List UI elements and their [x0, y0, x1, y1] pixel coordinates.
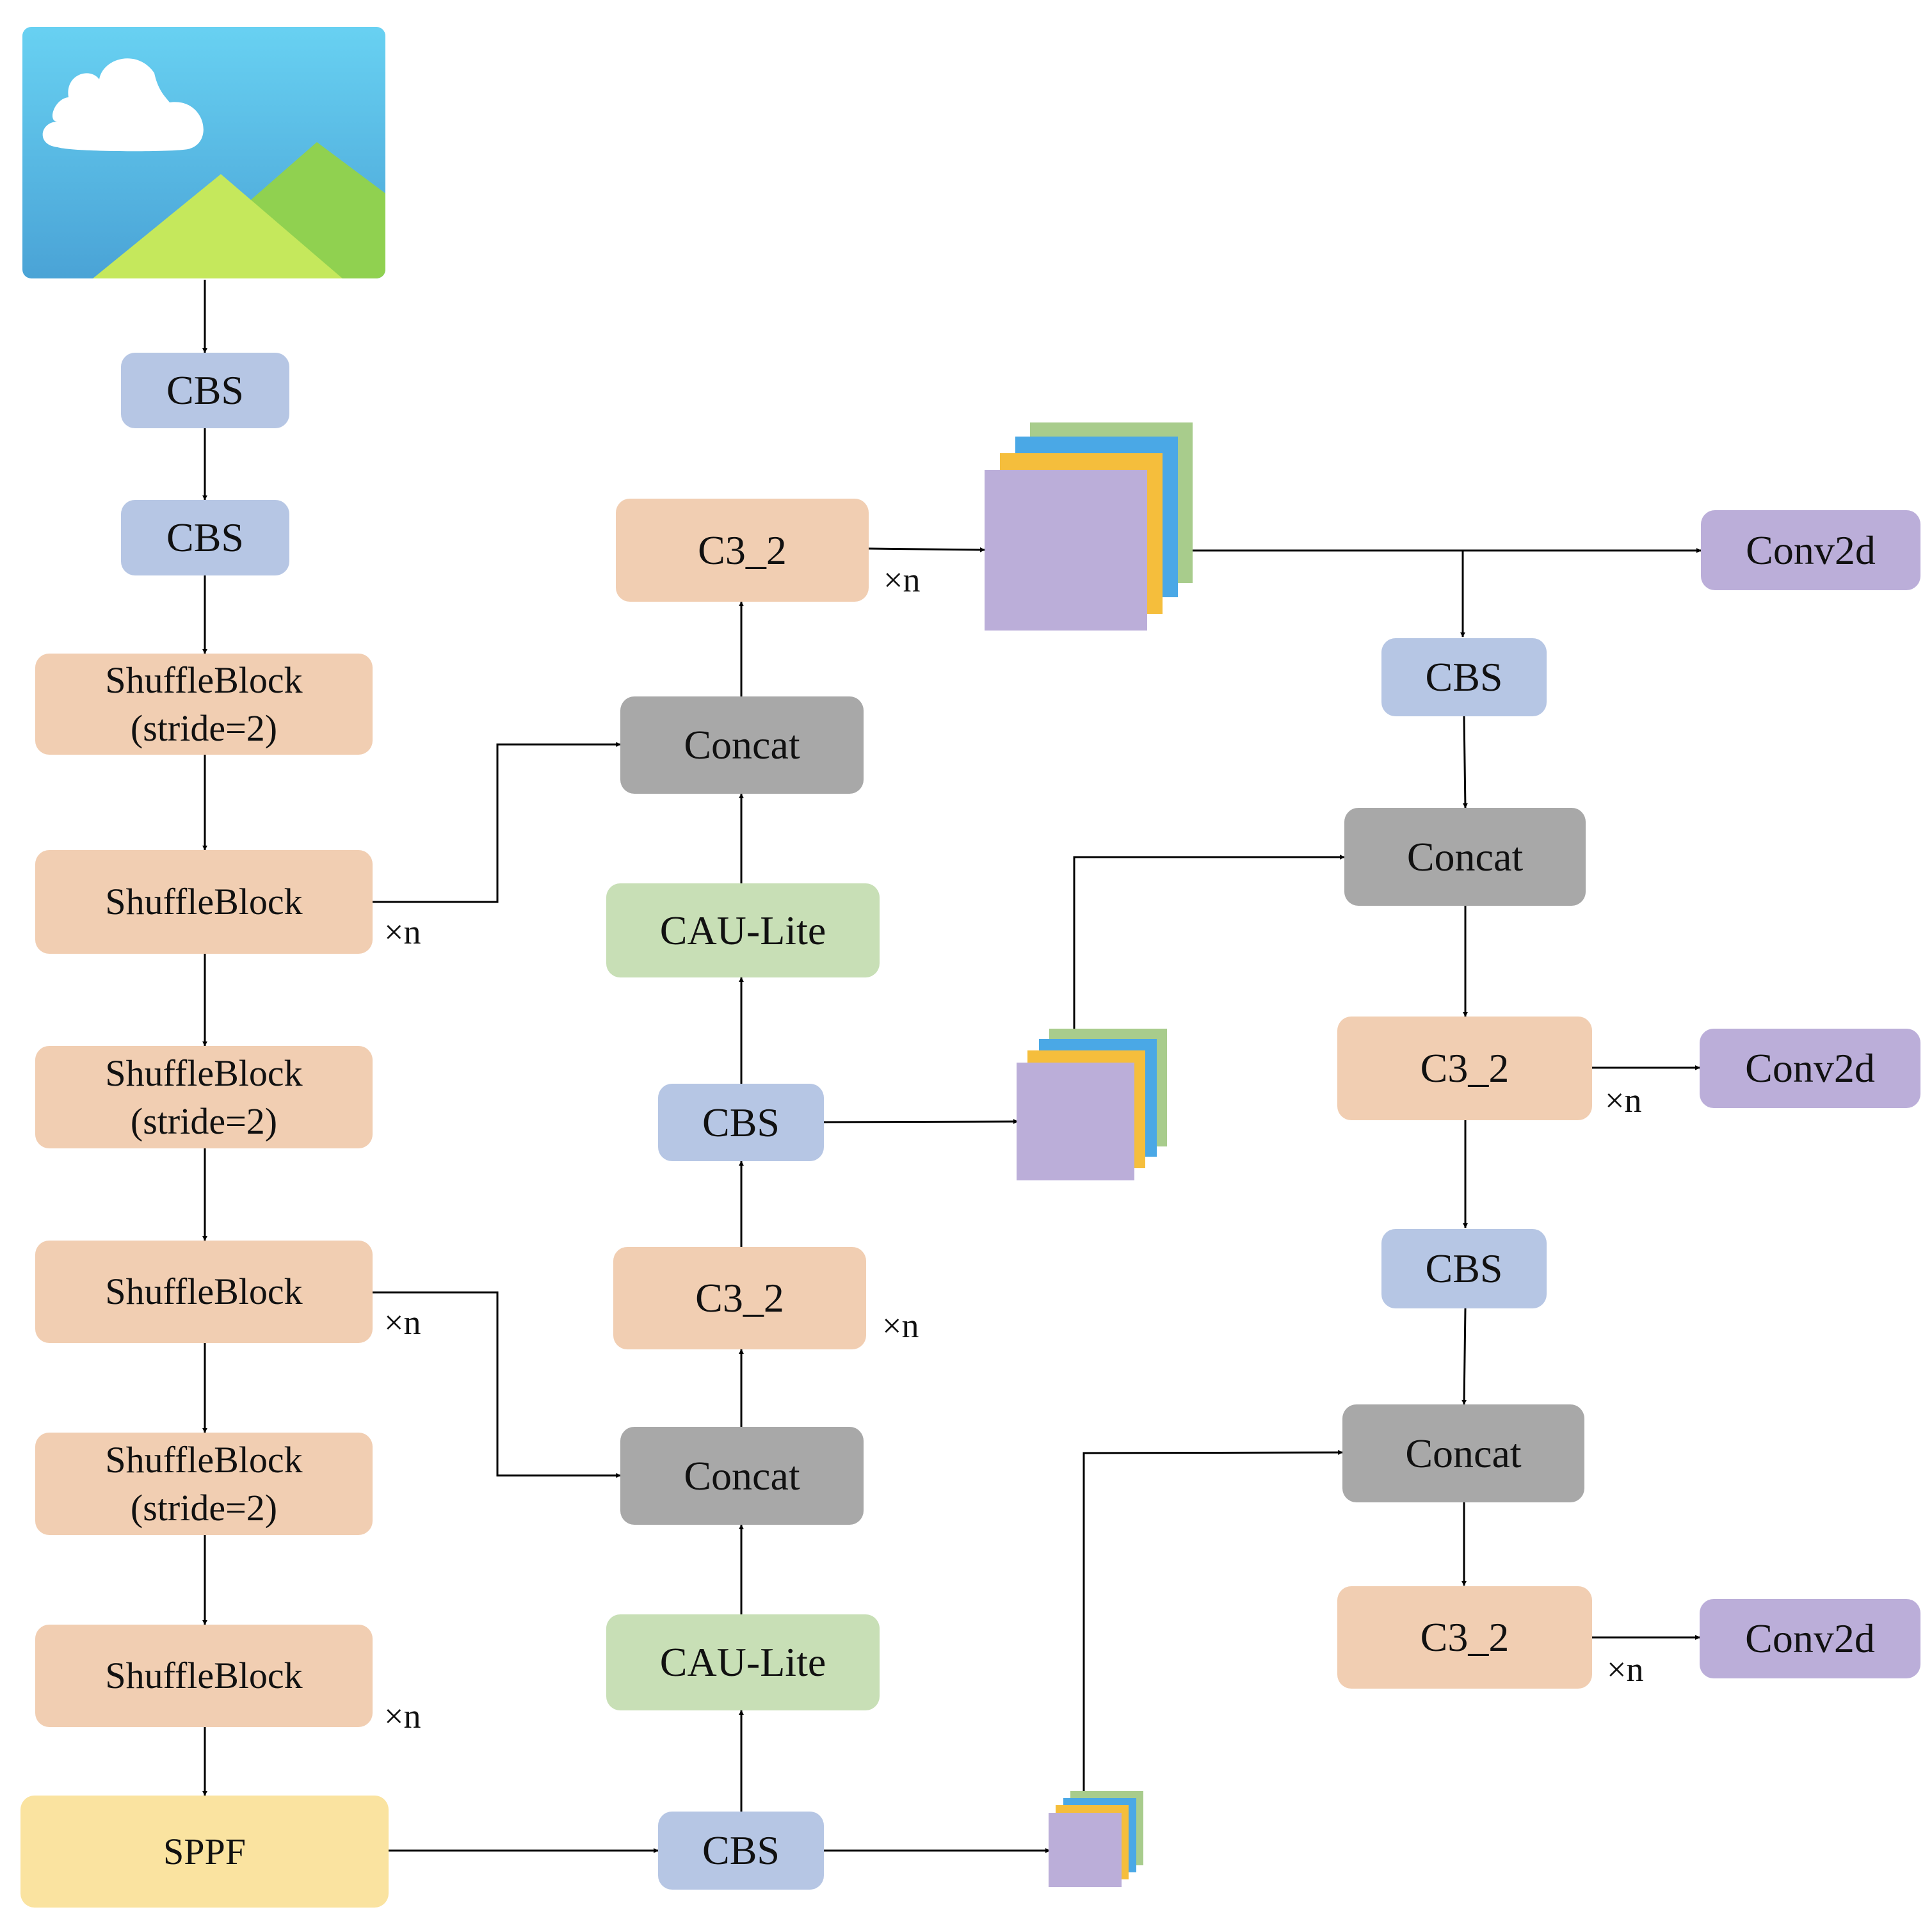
shuffleblock-stride2-3: ShuffleBlock (stride=2) — [35, 1433, 373, 1535]
landscape-image-icon — [42, 58, 385, 278]
shuffleblock-3-label: ShuffleBlock — [105, 1655, 303, 1697]
backbone-cbs-2: CBS — [121, 500, 289, 575]
repeat-label-neck-c3-2-top: ×n — [883, 561, 921, 599]
head-concat-2: Concat — [1342, 1404, 1584, 1502]
head-concat-2-label: Concat — [1405, 1430, 1522, 1476]
shuffleblock-1-label: ShuffleBlock — [105, 881, 303, 923]
neck-cau-lite-bottom: CAU-Lite — [606, 1614, 880, 1710]
conv2d-output-2: Conv2d — [1700, 1029, 1920, 1108]
sppf-label: SPPF — [163, 1830, 246, 1872]
head-c3-2-1-label: C3_2 — [1420, 1045, 1509, 1091]
shuffleblock-stride2-3-line2: (stride=2) — [130, 1487, 278, 1529]
feature-map-medium — [1017, 1029, 1167, 1180]
arrow-feature-map-medium-to-head-concat1 — [1073, 855, 1345, 1061]
backbone-cbs-2-label: CBS — [166, 515, 244, 561]
sppf-block: SPPF — [20, 1796, 389, 1908]
shuffleblock-stride2-1-line1: ShuffleBlock — [105, 659, 303, 701]
neck-c3-2-top-label: C3_2 — [698, 527, 787, 573]
head-cbs-1-label: CBS — [1425, 654, 1503, 700]
head-c3-2-2: C3_2 — [1337, 1586, 1592, 1689]
shuffleblock-2: ShuffleBlock — [35, 1241, 373, 1343]
conv2d-output-3-label: Conv2d — [1745, 1616, 1875, 1662]
neck-concat-lower-label: Concat — [684, 1452, 800, 1499]
shuffleblock-stride2-3-line1: ShuffleBlock — [105, 1438, 303, 1481]
shuffleblock-2-label: ShuffleBlock — [105, 1271, 303, 1313]
backbone-cbs-1-label: CBS — [166, 367, 244, 414]
feature-map-large — [985, 422, 1193, 631]
arrow-head-cbs1-to-concat1 — [1462, 716, 1468, 808]
arrow-c3-2-top-to-feature-map-large — [868, 547, 985, 552]
head-cbs-2: CBS — [1381, 1229, 1547, 1308]
arrow-shuffle2-to-concat-upper — [373, 742, 621, 903]
shuffleblock-stride2-1: ShuffleBlock (stride=2) — [35, 654, 373, 755]
neck-c3-2-middle-label: C3_2 — [695, 1275, 784, 1321]
shuffleblock-stride2-1-line2: (stride=2) — [130, 707, 278, 749]
neck-c3-2-top: C3_2 — [616, 499, 869, 602]
conv2d-output-3: Conv2d — [1700, 1599, 1920, 1678]
backbone-cbs-1: CBS — [121, 353, 289, 428]
shuffleblock-stride2-2-line2: (stride=2) — [130, 1100, 278, 1142]
feature-map-small-layer-purple — [1049, 1813, 1122, 1887]
feature-map-large-layer-purple — [985, 470, 1147, 631]
repeat-label-neck-c3-2-middle: ×n — [882, 1306, 919, 1345]
input-image — [22, 27, 385, 278]
neck-cau-lite-top-label: CAU-Lite — [659, 907, 826, 953]
head-concat-1-label: Concat — [1406, 833, 1524, 880]
conv2d-output-1: Conv2d — [1701, 510, 1920, 590]
neck-cbs-bottom-label: CBS — [702, 1828, 780, 1874]
arrow-head-cbs2-to-concat2 — [1461, 1308, 1467, 1405]
repeat-label-shuffleblock-2: ×n — [384, 1303, 421, 1342]
conv2d-output-1-label: Conv2d — [1746, 527, 1876, 573]
neck-concat-upper-label: Concat — [684, 722, 800, 768]
arrow-cbs-middle-to-feature-map-medium — [823, 1119, 1018, 1125]
arrow-feature-map-small-to-head-concat2 — [1083, 1450, 1343, 1815]
shuffleblock-stride2-2-line1: ShuffleBlock — [105, 1052, 303, 1094]
feature-map-small — [1049, 1791, 1143, 1887]
neck-cbs-middle-label: CBS — [702, 1099, 780, 1145]
arrow-shuffle4-to-concat-lower — [373, 1291, 621, 1478]
repeat-label-head-c3-2-1: ×n — [1605, 1081, 1642, 1120]
neck-concat-upper: Concat — [620, 696, 864, 794]
head-concat-1: Concat — [1344, 808, 1586, 906]
repeat-label-shuffleblock-3: ×n — [384, 1697, 421, 1735]
shuffleblock-1: ShuffleBlock — [35, 850, 373, 954]
head-cbs-2-label: CBS — [1425, 1246, 1503, 1292]
head-c3-2-1: C3_2 — [1337, 1017, 1592, 1120]
feature-map-medium-layer-purple — [1017, 1063, 1134, 1180]
neck-c3-2-middle: C3_2 — [613, 1247, 866, 1349]
neck-cau-lite-bottom-label: CAU-Lite — [659, 1639, 826, 1685]
neck-cau-lite-top: CAU-Lite — [606, 883, 880, 977]
neck-concat-lower: Concat — [620, 1427, 864, 1525]
head-cbs-1: CBS — [1381, 638, 1547, 716]
shuffleblock-stride2-2: ShuffleBlock (stride=2) — [35, 1046, 373, 1148]
conv2d-output-2-label: Conv2d — [1745, 1045, 1875, 1091]
shuffleblock-3: ShuffleBlock — [35, 1625, 373, 1727]
repeat-label-shuffleblock-1: ×n — [384, 913, 421, 951]
neck-cbs-middle: CBS — [658, 1084, 824, 1161]
head-c3-2-2-label: C3_2 — [1420, 1614, 1509, 1660]
neck-cbs-bottom: CBS — [658, 1812, 824, 1890]
repeat-label-head-c3-2-2: ×n — [1607, 1650, 1644, 1689]
